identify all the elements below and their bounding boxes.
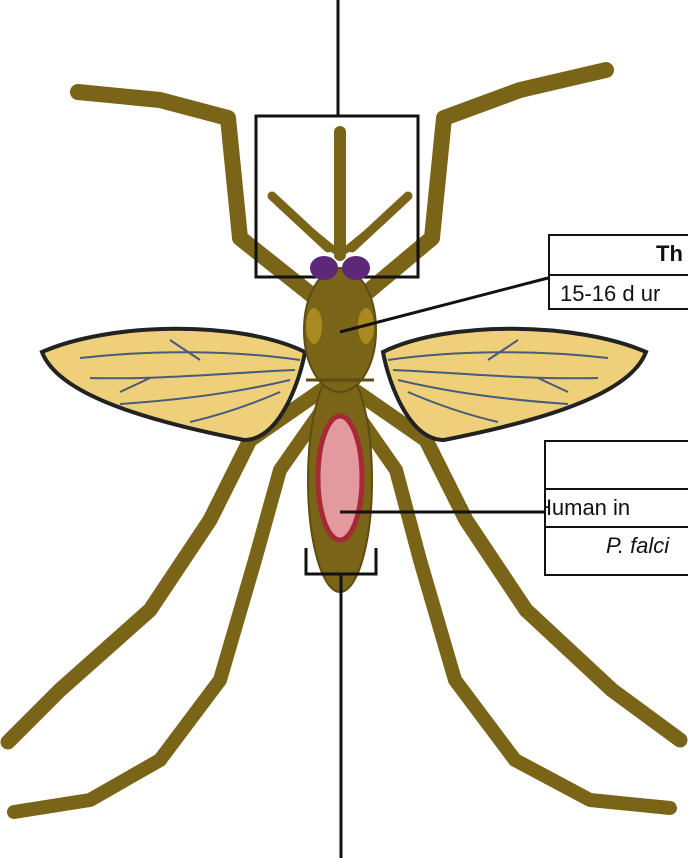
left-wing <box>42 329 305 440</box>
right-wing <box>383 329 646 440</box>
abdomen-label-species: P. falci <box>546 526 688 564</box>
blood-meal <box>318 416 362 540</box>
thorax-label-box: Th 15-16 d ur <box>548 234 688 310</box>
abdomen-label-title <box>546 442 688 488</box>
abdomen-label-detail: Human in <box>544 488 688 526</box>
thorax-label-detail: 15-16 d ur <box>550 274 688 310</box>
thorax-label-title: Th <box>550 236 688 274</box>
thorax <box>304 268 376 392</box>
abdomen-label-box: Human in P. falci <box>544 440 688 576</box>
head-appendages <box>272 132 408 255</box>
